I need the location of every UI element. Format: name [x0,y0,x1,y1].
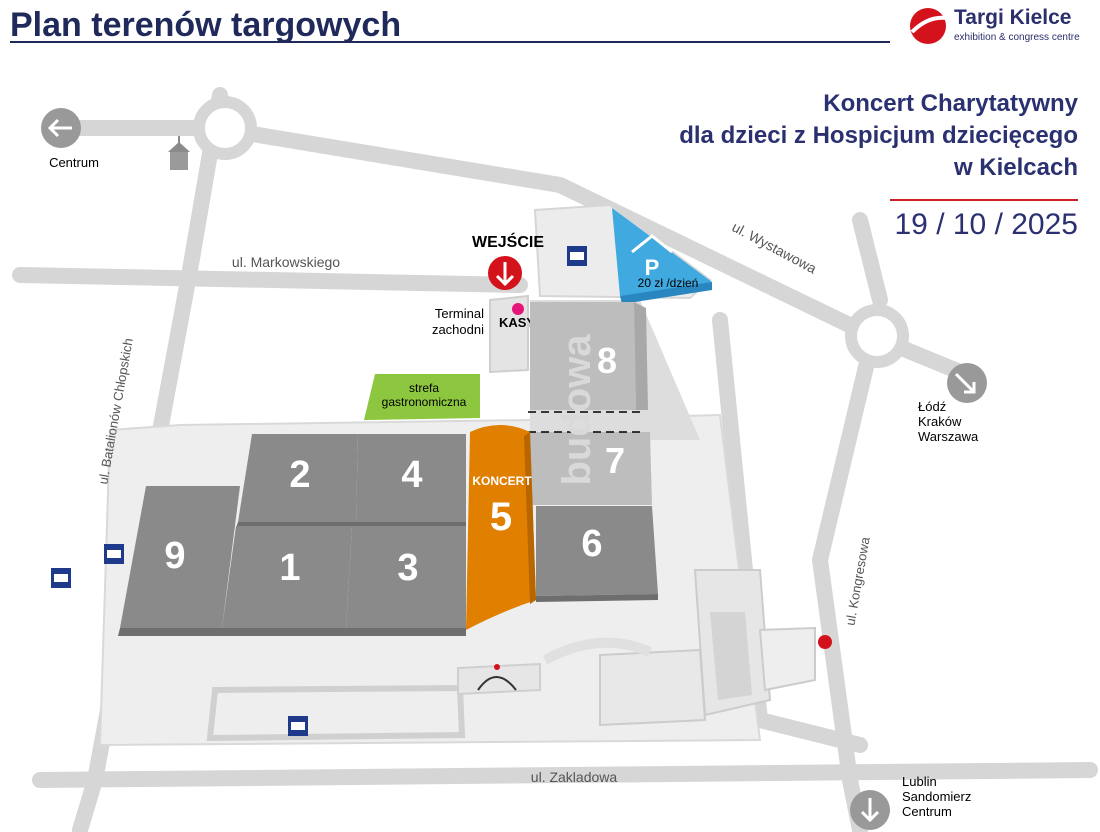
hall-1[interactable]: 1 [222,526,352,636]
street-kongresowa: ul. Kongresowa [842,535,872,627]
concert-label: KONCERT [472,474,532,488]
entrance-arrow-icon [488,256,522,290]
hall-6-number: 6 [581,523,602,565]
hall-2[interactable]: 2 [236,434,358,528]
event-title-line-1: Koncert Charytatywny [823,90,1078,117]
direction-east-label-2: Kraków [918,414,962,429]
arrow-right-icon [947,363,987,403]
hall-4[interactable]: 4 [356,434,466,528]
hall-7-number: 7 [605,440,625,481]
bus-stop-icon [288,716,308,736]
event-date: 19 / 10 / 2025 [894,208,1079,241]
hall-1-number: 1 [279,547,300,589]
hall-5-concert[interactable]: KONCERT 5 [466,425,536,630]
title-underline [10,41,890,43]
direction-west[interactable]: Centrum [41,108,99,170]
ticket-office-marker-icon [512,303,524,315]
food-zone-label-line-2: gastronomiczna [382,395,467,409]
ticket-office[interactable]: KASY [499,303,535,330]
bus-stop-icon [51,568,71,588]
terminal-label-line-1: Terminal [435,306,484,321]
direction-east-label-3: Warszawa [918,429,979,444]
hall-9-number: 9 [164,535,185,577]
street-zakladowa: ul. Zakladowa [531,769,618,785]
food-zone-label-line-1: strefa [409,381,439,395]
entrance-label: WEJŚCIE [472,232,544,251]
direction-south-label-2: Sandomierz [902,789,971,804]
logo-subtitle: exhibition & congress centre [954,32,1080,43]
street-markowskiego: ul. Markowskiego [232,254,340,270]
event-title-line-2: dla dzieci z Hospicjum dziecięcego [679,122,1078,149]
terminal-west[interactable]: Terminal zachodni [432,294,529,374]
hall-5-number: 5 [490,495,512,539]
event-title: Koncert Charytatywny dla dzieci z Hospic… [679,88,1078,184]
direction-west-label: Centrum [49,155,99,170]
bus-stop-icon [104,544,124,564]
bus-stop-icon [567,246,587,266]
parking-price: 20 zł /dzień [638,276,699,290]
logo-name: Targi Kielce [954,6,1072,29]
event-title-line-3: w Kielcach [953,154,1078,181]
hall-6[interactable]: 6 [536,506,658,602]
direction-south[interactable]: Lublin Sandomierz Centrum [850,774,971,830]
logo: Targi Kielce exhibition & congress centr… [908,4,1088,48]
congress-centre [599,569,832,727]
page-title: Plan terenów targowych [10,6,402,44]
terminal-label-line-2: zachodni [432,322,484,337]
parking-icon: P [631,234,673,280]
construction-area[interactable]: budowa 8 7 [528,302,652,505]
ticket-office-label: KASY [499,315,535,330]
direction-east-label-1: Łódź [918,399,946,414]
event-divider [890,199,1078,201]
hall-9[interactable]: 9 [118,486,240,636]
direction-south-label-3: Centrum [902,804,952,819]
roundabouts [193,96,909,368]
pavilion [457,637,653,696]
hall-3[interactable]: 3 [346,526,466,636]
arrow-left-icon [41,108,81,148]
food-zone[interactable]: strefa gastronomiczna [364,374,480,420]
hall-4-number: 4 [401,454,422,496]
svg-text:P: P [645,255,660,280]
arrow-down-icon [850,790,890,830]
service-lane [206,684,466,742]
parking-area[interactable]: P 20 zł /dzień [533,203,712,304]
hall-3-number: 3 [397,547,418,589]
church-icon [168,136,190,170]
entrance[interactable]: WEJŚCIE [472,232,544,290]
hall-8-number: 8 [597,340,617,381]
direction-east[interactable]: Łódź Kraków Warszawa [918,363,987,444]
direction-south-label-1: Lublin [902,774,937,789]
logo-mark-icon [910,8,947,44]
hall-2-number: 2 [289,454,310,496]
construction-label: budowa [555,334,599,486]
